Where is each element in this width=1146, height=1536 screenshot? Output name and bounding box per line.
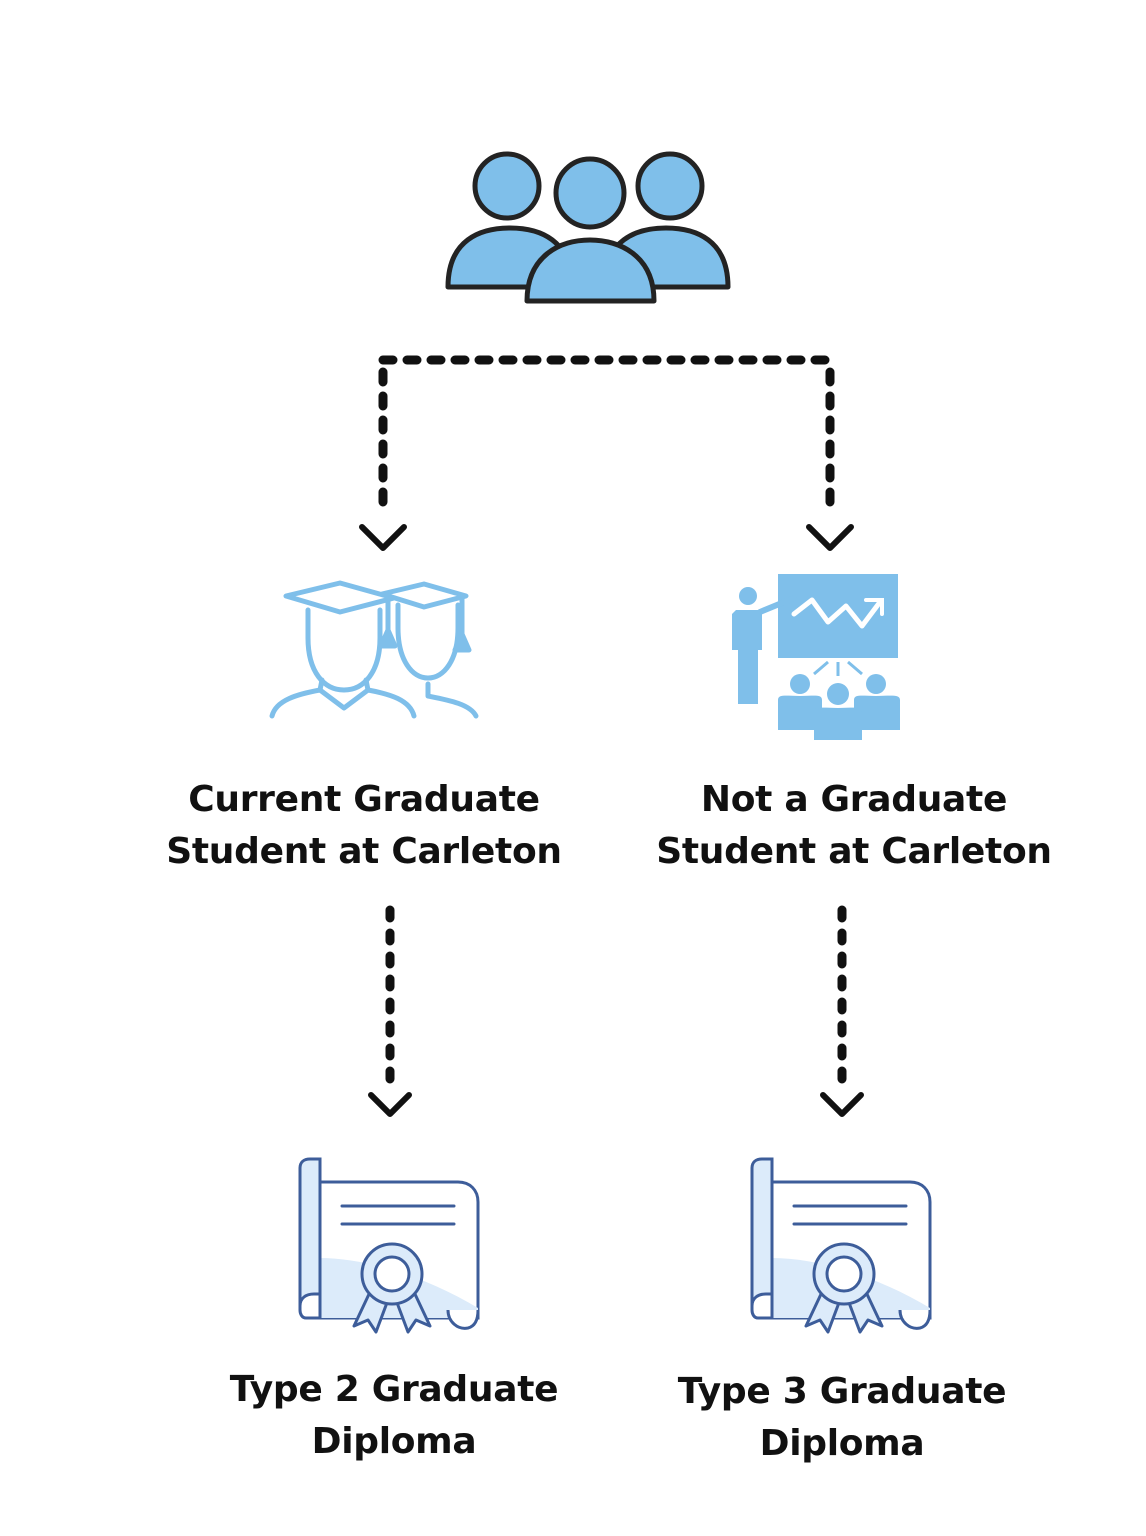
outcome-label-line: Type 3 Graduate xyxy=(677,1371,1007,1412)
diploma-certificate-icon xyxy=(298,1157,480,1334)
branch-label-line: Not a Graduate xyxy=(700,779,1008,820)
arrow-right-bottom xyxy=(820,1092,864,1117)
outcome-label-type-2: Type 2 Graduate Diploma xyxy=(164,1364,624,1468)
connector-top xyxy=(378,355,835,517)
branch-label-current-student: Current Graduate Student at Carleton xyxy=(134,774,594,878)
outcome-label-type-3: Type 3 Graduate Diploma xyxy=(612,1366,1072,1470)
group-of-people-icon xyxy=(445,151,731,304)
presentation-audience-icon xyxy=(732,574,900,740)
outcome-label-line: Diploma xyxy=(759,1423,925,1464)
branch-label-line: Student at Carleton xyxy=(166,831,562,872)
branch-label-line: Student at Carleton xyxy=(656,831,1052,872)
outcome-label-line: Diploma xyxy=(311,1421,477,1462)
diploma-certificate-icon xyxy=(750,1157,932,1334)
graduates-cap-icon xyxy=(269,580,479,719)
branch-label-not-student: Not a Graduate Student at Carleton xyxy=(624,774,1084,878)
arrow-left-bottom xyxy=(368,1092,412,1117)
outcome-label-line: Type 2 Graduate xyxy=(229,1369,559,1410)
arrow-left-top xyxy=(359,524,407,551)
arrow-right-top xyxy=(806,524,854,551)
branch-label-line: Current Graduate xyxy=(188,779,540,820)
